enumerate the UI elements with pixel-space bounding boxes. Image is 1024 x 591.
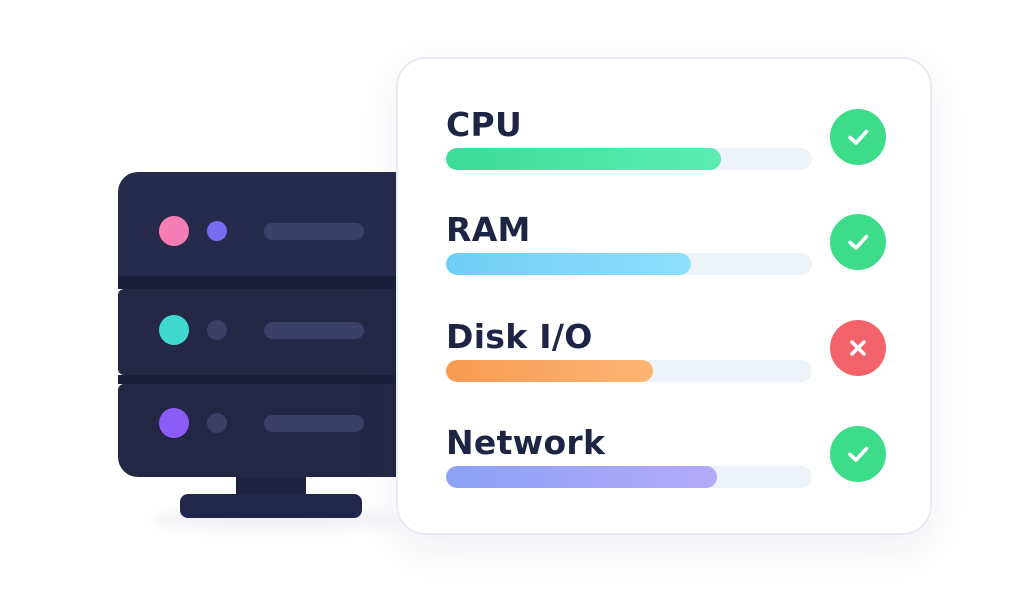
server-unit-2-slot (264, 322, 364, 339)
progress-track (446, 148, 812, 170)
server-unit-3-led (159, 408, 189, 438)
server-unit-1-indicator (207, 221, 227, 241)
server-divider (118, 375, 418, 384)
check-icon (848, 234, 869, 250)
metric-ram: RAM (446, 210, 906, 290)
server-unit-1 (118, 172, 418, 276)
status-badge (830, 109, 886, 165)
server-stand-neck (236, 477, 306, 497)
progress-fill (446, 360, 653, 382)
progress-track (446, 466, 812, 488)
server-unit-2 (118, 289, 418, 375)
metric-cpu: CPU (446, 105, 906, 185)
server-unit-1-slot (264, 223, 364, 240)
server-rack-illustration (118, 172, 418, 477)
server-unit-2-led (159, 315, 189, 345)
progress-track (446, 360, 812, 382)
server-unit-3 (118, 384, 418, 477)
server-unit-1-led (159, 216, 189, 246)
server-unit-3-indicator (207, 413, 227, 433)
metric-label: Network (446, 423, 606, 462)
status-badge (830, 426, 886, 482)
progress-fill (446, 253, 692, 275)
server-unit-2-indicator (207, 320, 227, 340)
metric-disk-io: Disk I/O (446, 317, 906, 397)
status-badge (830, 320, 886, 376)
server-unit-3-slot (264, 415, 364, 432)
progress-fill (446, 148, 721, 170)
metric-network: Network (446, 423, 906, 503)
metric-label: CPU (446, 105, 523, 144)
progress-fill (446, 466, 717, 488)
progress-track (446, 253, 812, 275)
metric-label: Disk I/O (446, 317, 593, 356)
status-badge (830, 214, 886, 270)
server-stand-base (180, 494, 362, 518)
check-icon (848, 129, 869, 145)
metric-label: RAM (446, 210, 531, 249)
x-icon (850, 340, 866, 356)
server-divider (118, 276, 418, 289)
check-icon (848, 446, 869, 462)
metrics-card: CPU RAM Disk I/O (396, 57, 932, 535)
